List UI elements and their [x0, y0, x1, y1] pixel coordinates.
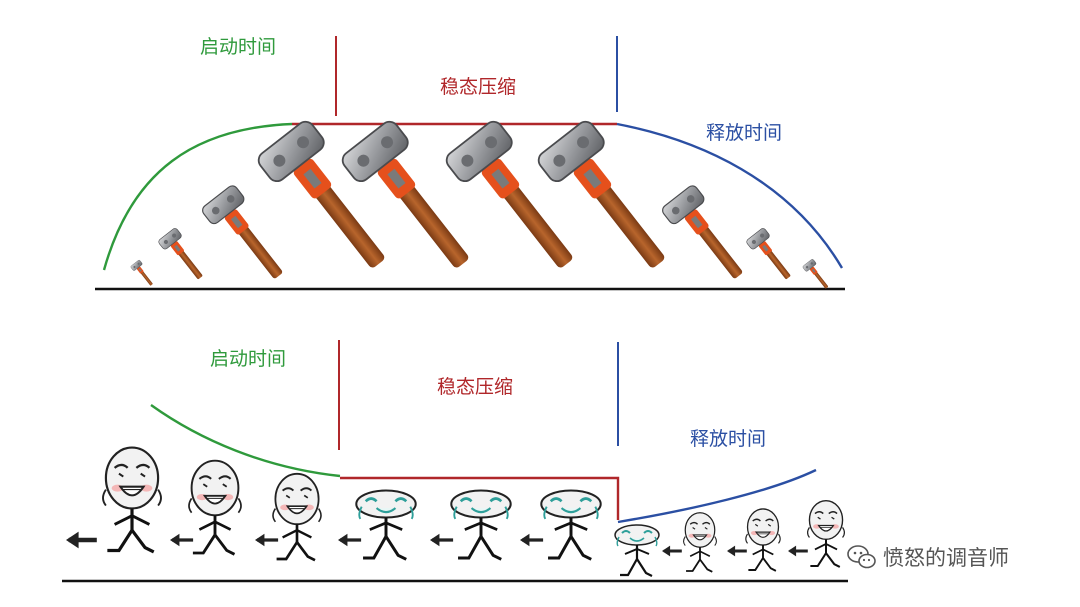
- bottom-attack-curve: [150, 404, 341, 478]
- top-hammers: [130, 117, 833, 292]
- left-arrow-icon: [428, 532, 455, 548]
- hammer-icon: [745, 226, 798, 286]
- watermark-text: 愤怒的调音师: [883, 546, 1009, 570]
- hammer-icon: [659, 183, 756, 290]
- bottom-attack-label: 启动时间: [210, 348, 286, 370]
- squashed-meme-face-icon: [613, 523, 661, 578]
- left-arrow-icon: [786, 544, 810, 558]
- left-arrow-icon: [725, 544, 749, 558]
- running-meme-face-icon: [101, 445, 163, 554]
- top-panel: 启动时间 稳态压缩 释放时间: [95, 36, 845, 292]
- left-arrow-icon: [336, 532, 363, 548]
- bottom-hold-label: 稳态压缩: [437, 376, 513, 398]
- squashed-meme-face-icon: [354, 489, 418, 561]
- hammer-icon: [157, 226, 210, 286]
- running-meme-face-icon: [271, 472, 323, 562]
- running-meme-face-icon: [682, 511, 718, 573]
- running-meme-face-icon: [744, 507, 782, 572]
- top-hold-label: 稳态压缩: [440, 76, 516, 98]
- top-release-label: 释放时间: [706, 122, 782, 144]
- running-meme-face-icon: [187, 459, 243, 556]
- hammer-icon: [199, 183, 296, 290]
- bottom-release-label: 释放时间: [690, 428, 766, 450]
- hammer-icon: [130, 259, 157, 289]
- squashed-meme-face-icon: [449, 489, 513, 561]
- top-attack-curve: [102, 122, 293, 271]
- top-release-curve: [616, 122, 844, 269]
- squashed-meme-face-icon: [539, 489, 603, 561]
- bottom-panel: 启动时间 稳态压缩 释放时间: [62, 340, 848, 583]
- left-arrow-icon: [253, 532, 280, 548]
- left-arrow-icon: [518, 532, 545, 548]
- hammer-icon: [802, 258, 833, 292]
- wechat-icon: [847, 545, 876, 569]
- running-meme-face-icon: [806, 499, 846, 568]
- watermark: 愤怒的调音师: [847, 545, 1009, 570]
- left-arrow-icon: [660, 544, 684, 558]
- bottom-release-curve: [617, 468, 817, 524]
- left-arrow-icon: [66, 532, 97, 549]
- bottom-hold-line: [340, 476, 620, 520]
- top-attack-label: 启动时间: [200, 36, 276, 58]
- bottom-runners: [101, 445, 846, 578]
- left-arrow-icon: [168, 532, 195, 548]
